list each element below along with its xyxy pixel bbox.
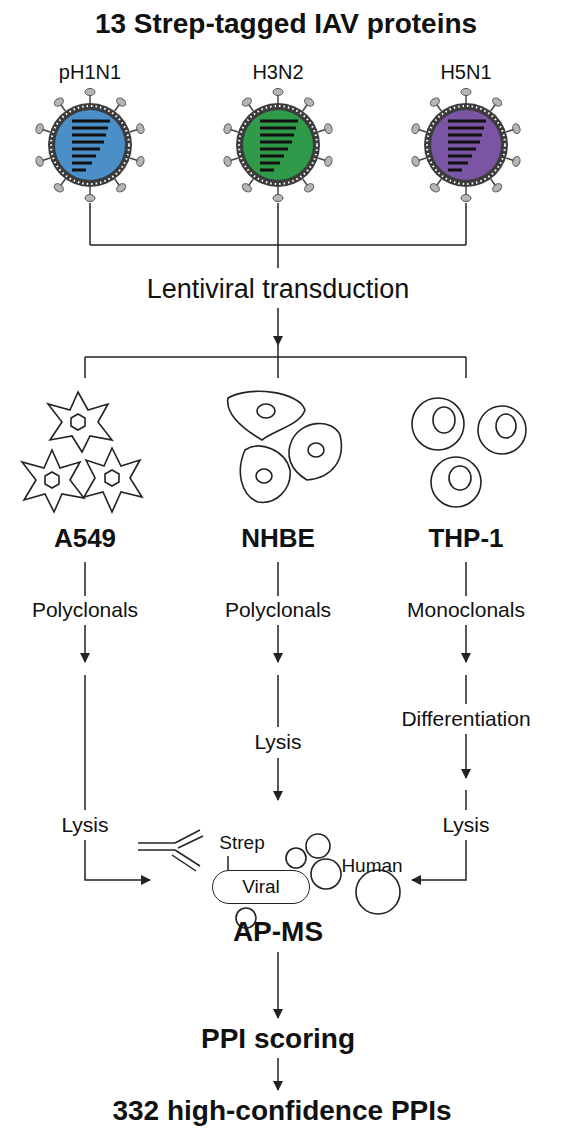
- cell-line-label: THP-1: [428, 524, 503, 553]
- thp1-cells: [412, 398, 526, 507]
- viral-bait-oval: Viral: [212, 870, 310, 904]
- step-label: Differentiation: [401, 707, 530, 730]
- a549-cells: [22, 392, 142, 512]
- virus-icon: [35, 89, 146, 202]
- strain-label: pH1N1: [59, 61, 121, 83]
- node-text: Viral: [242, 876, 280, 898]
- step-label: Lysis: [442, 813, 489, 836]
- step-label: Polyclonals: [32, 598, 138, 621]
- step-label: Lysis: [61, 813, 108, 836]
- nhbe-cells: [228, 391, 342, 502]
- cell-line-label: NHBE: [241, 524, 315, 553]
- cell-line-label: A549: [54, 524, 116, 553]
- step-label: Polyclonals: [225, 598, 331, 621]
- tag-line: [227, 856, 229, 871]
- strain-label: H3N2: [252, 61, 303, 83]
- antibody-symbol: [138, 830, 203, 871]
- step-label: Lysis: [254, 730, 301, 753]
- tag-label: Strep: [219, 833, 264, 854]
- flow-lines: [85, 203, 466, 1090]
- strain-label: H5N1: [440, 61, 491, 83]
- method-label: AP-MS: [233, 917, 323, 948]
- virus-icon: [223, 89, 334, 202]
- result-label: 332 high-confidence PPIs: [112, 1096, 451, 1127]
- step-label: Monoclonals: [407, 598, 525, 621]
- protein-label: Human: [341, 856, 402, 877]
- step-label: Lentiviral transduction: [147, 275, 410, 305]
- figure-title: 13 Strep-tagged IAV proteins: [95, 9, 477, 40]
- virus-icon: [411, 89, 522, 202]
- step-label: PPI scoring: [201, 1024, 355, 1055]
